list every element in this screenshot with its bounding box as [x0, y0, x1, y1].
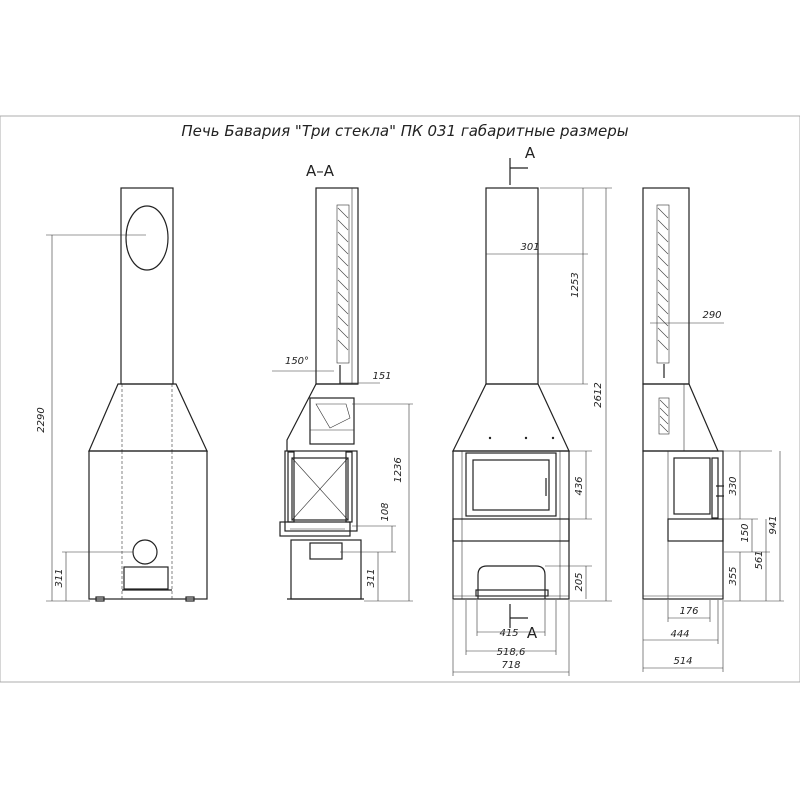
dim-150: 150: [740, 523, 751, 542]
section-mark-bottom: А: [527, 624, 538, 642]
section-mark-top: А: [525, 144, 536, 162]
dim-1253: 1253: [570, 272, 581, 297]
front-view-left: [88, 187, 208, 602]
dim-311-section: 311: [366, 568, 377, 587]
dim-561: 561: [754, 550, 765, 569]
dims-section-view: 150° 151 1236 108 311: [272, 356, 413, 602]
dims-left-view: 2290 311: [36, 234, 146, 602]
dim-514: 514: [673, 656, 692, 667]
dim-518-6: 518,6: [497, 647, 526, 658]
dims-side-view: 290 330 150 561 941 355 176 444 514: [642, 310, 784, 672]
section-view: [279, 187, 364, 600]
sheet-frame: [0, 115, 800, 683]
dim-301: 301: [520, 242, 539, 253]
side-view: [642, 187, 724, 600]
dim-941: 941: [768, 515, 779, 534]
section-label: А–А: [306, 162, 335, 180]
dim-2290: 2290: [36, 407, 47, 432]
dim-2612: 2612: [593, 382, 604, 407]
dim-415: 415: [499, 628, 518, 639]
dim-108: 108: [380, 502, 391, 521]
front-view-main: А А: [452, 144, 570, 642]
dim-355: 355: [728, 566, 739, 585]
dim-176: 176: [679, 606, 698, 617]
dim-205: 205: [574, 572, 585, 591]
dim-290: 290: [702, 310, 721, 321]
dim-436: 436: [574, 476, 585, 495]
dim-311-left: 311: [54, 568, 65, 587]
dims-front-view: 301 1253 2612 436 205 415 518,6 718: [452, 187, 612, 676]
dim-718: 718: [501, 660, 520, 671]
dim-444: 444: [670, 629, 689, 640]
dim-150-deg: 150°: [285, 356, 309, 367]
dim-330: 330: [728, 476, 739, 495]
dim-1236: 1236: [393, 457, 404, 482]
drawing-title: Печь Бавария "Три стекла" ПК 031 габарит…: [181, 122, 628, 140]
dim-151: 151: [372, 371, 391, 382]
